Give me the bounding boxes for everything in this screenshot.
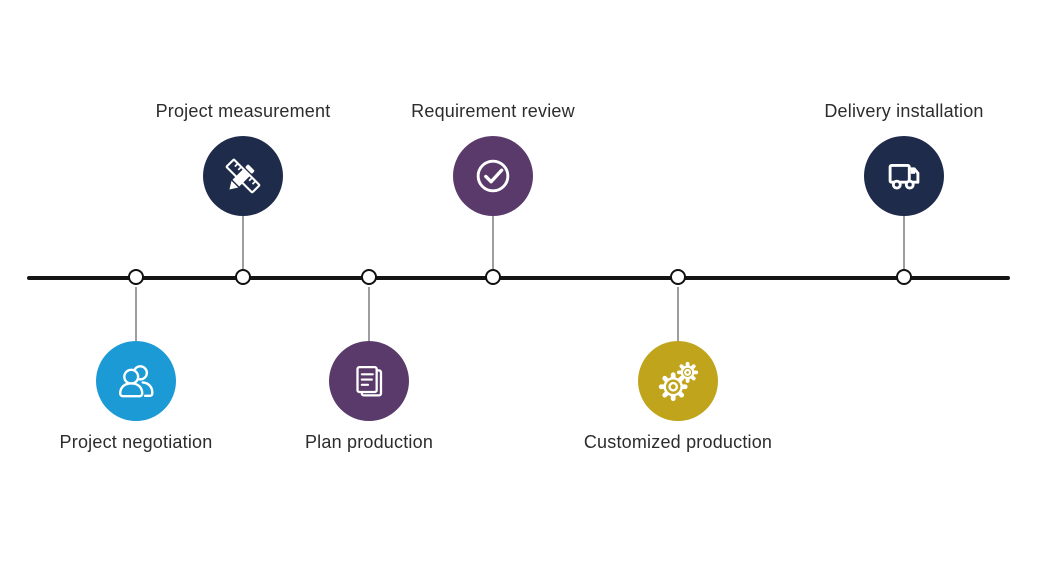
milestone-label: Customized production (583, 432, 773, 452)
connector-line (903, 215, 905, 270)
milestone-label: Delivery installation (824, 101, 984, 121)
documents-icon (356, 365, 383, 397)
timeline-axis (27, 276, 1010, 280)
timeline-node (670, 269, 686, 285)
connector-line (368, 287, 370, 342)
truck-icon (888, 164, 920, 190)
milestone-label: Plan production (304, 432, 434, 452)
milestone-requirement-review: Requirement review (363, 0, 623, 561)
connector-line (242, 215, 244, 270)
milestone-project-measurement: Project measurement (113, 0, 373, 561)
milestone-project-negotiation: Project negotiation (6, 0, 266, 561)
milestone-label: Project negotiation (59, 432, 213, 452)
milestone-circle (96, 341, 176, 421)
connector-line (135, 287, 137, 342)
timeline-node (485, 269, 501, 285)
milestone-circle (329, 341, 409, 421)
milestone-plan-production: Plan production (239, 0, 499, 561)
milestone-circle (453, 136, 533, 216)
connector-line (492, 215, 494, 270)
timeline-node (235, 269, 251, 285)
milestone-circle (638, 341, 718, 421)
connector-line (677, 287, 679, 342)
check-circle-icon (476, 159, 510, 193)
milestone-customized-production: Customized production (548, 0, 808, 561)
timeline-node (896, 269, 912, 285)
milestone-circle (864, 136, 944, 216)
people-icon (118, 365, 154, 398)
timeline-node (128, 269, 144, 285)
gears-icon (658, 361, 699, 402)
milestone-label: Requirement review (411, 101, 575, 121)
timeline-node (361, 269, 377, 285)
milestone-label: Project measurement (155, 101, 331, 121)
milestone-delivery-installation: Delivery installation (774, 0, 1034, 561)
milestone-circle (203, 136, 283, 216)
ruler-pencil-icon (225, 158, 261, 194)
